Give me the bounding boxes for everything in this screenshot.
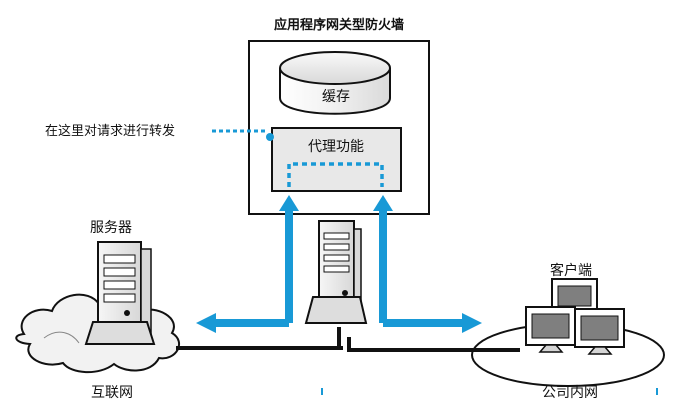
right-flow-arrow-head	[462, 313, 482, 333]
proxy-panel: 代理功能	[271, 127, 402, 192]
intranet-label: 公司内网	[542, 385, 598, 400]
forwarding-annotation: 在这里对请求进行转发	[45, 123, 175, 139]
client-monitor-right	[574, 308, 625, 355]
server-to-proxy-arrow-head	[279, 195, 299, 211]
server-label: 服务器	[90, 220, 132, 236]
proxy-forwarding-path	[287, 162, 384, 187]
gateway-server-tower	[304, 220, 368, 324]
firewall-title: 应用程序网关型防火墙	[274, 17, 404, 33]
network-connection-lines	[176, 327, 520, 352]
cache-label: 缓存	[322, 89, 350, 105]
client-label: 客户端	[550, 262, 592, 279]
server-tower	[84, 241, 156, 345]
client-monitor-left	[525, 306, 576, 353]
internet-label: 互联网	[91, 385, 133, 400]
client-computers	[525, 278, 625, 355]
proxy-to-client-arrow-head-up	[373, 195, 393, 211]
proxy-label: 代理功能	[308, 139, 364, 155]
left-flow-arrow-head	[196, 313, 216, 333]
annotation-marker	[266, 133, 274, 141]
cache-cylinder: 缓存	[279, 51, 391, 115]
traffic-arrows	[196, 195, 482, 333]
